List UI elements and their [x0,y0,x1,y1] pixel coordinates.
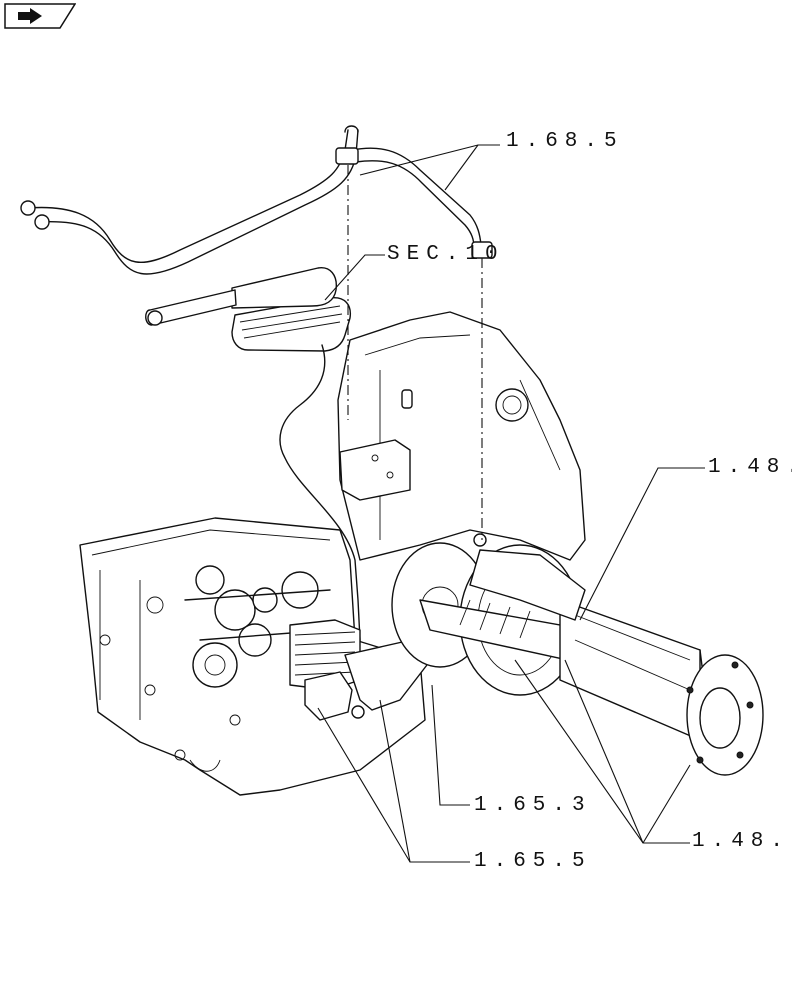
return-arrow-icon [4,3,77,29]
callout-sec-10[interactable]: SEC.10 [387,243,505,266]
callout-1-65-3[interactable]: 1.65.3 [474,794,592,817]
transmission-housing [337,311,586,561]
control-lever [145,267,361,701]
rear-axle [391,533,764,776]
leader-lines [317,144,705,863]
gearbox-casing [79,517,441,796]
gear-cluster [184,565,331,688]
alignment-lines [347,165,483,540]
back-navigation-button[interactable] [4,3,77,29]
callout-1-48-bottom[interactable]: 1.48. [692,830,791,853]
callout-1-68-5[interactable]: 1.68.5 [506,130,624,153]
hydraulic-pipes [20,125,493,275]
callout-1-48-top[interactable]: 1.48. [708,456,792,479]
callout-1-65-5[interactable]: 1.65.5 [474,850,592,873]
